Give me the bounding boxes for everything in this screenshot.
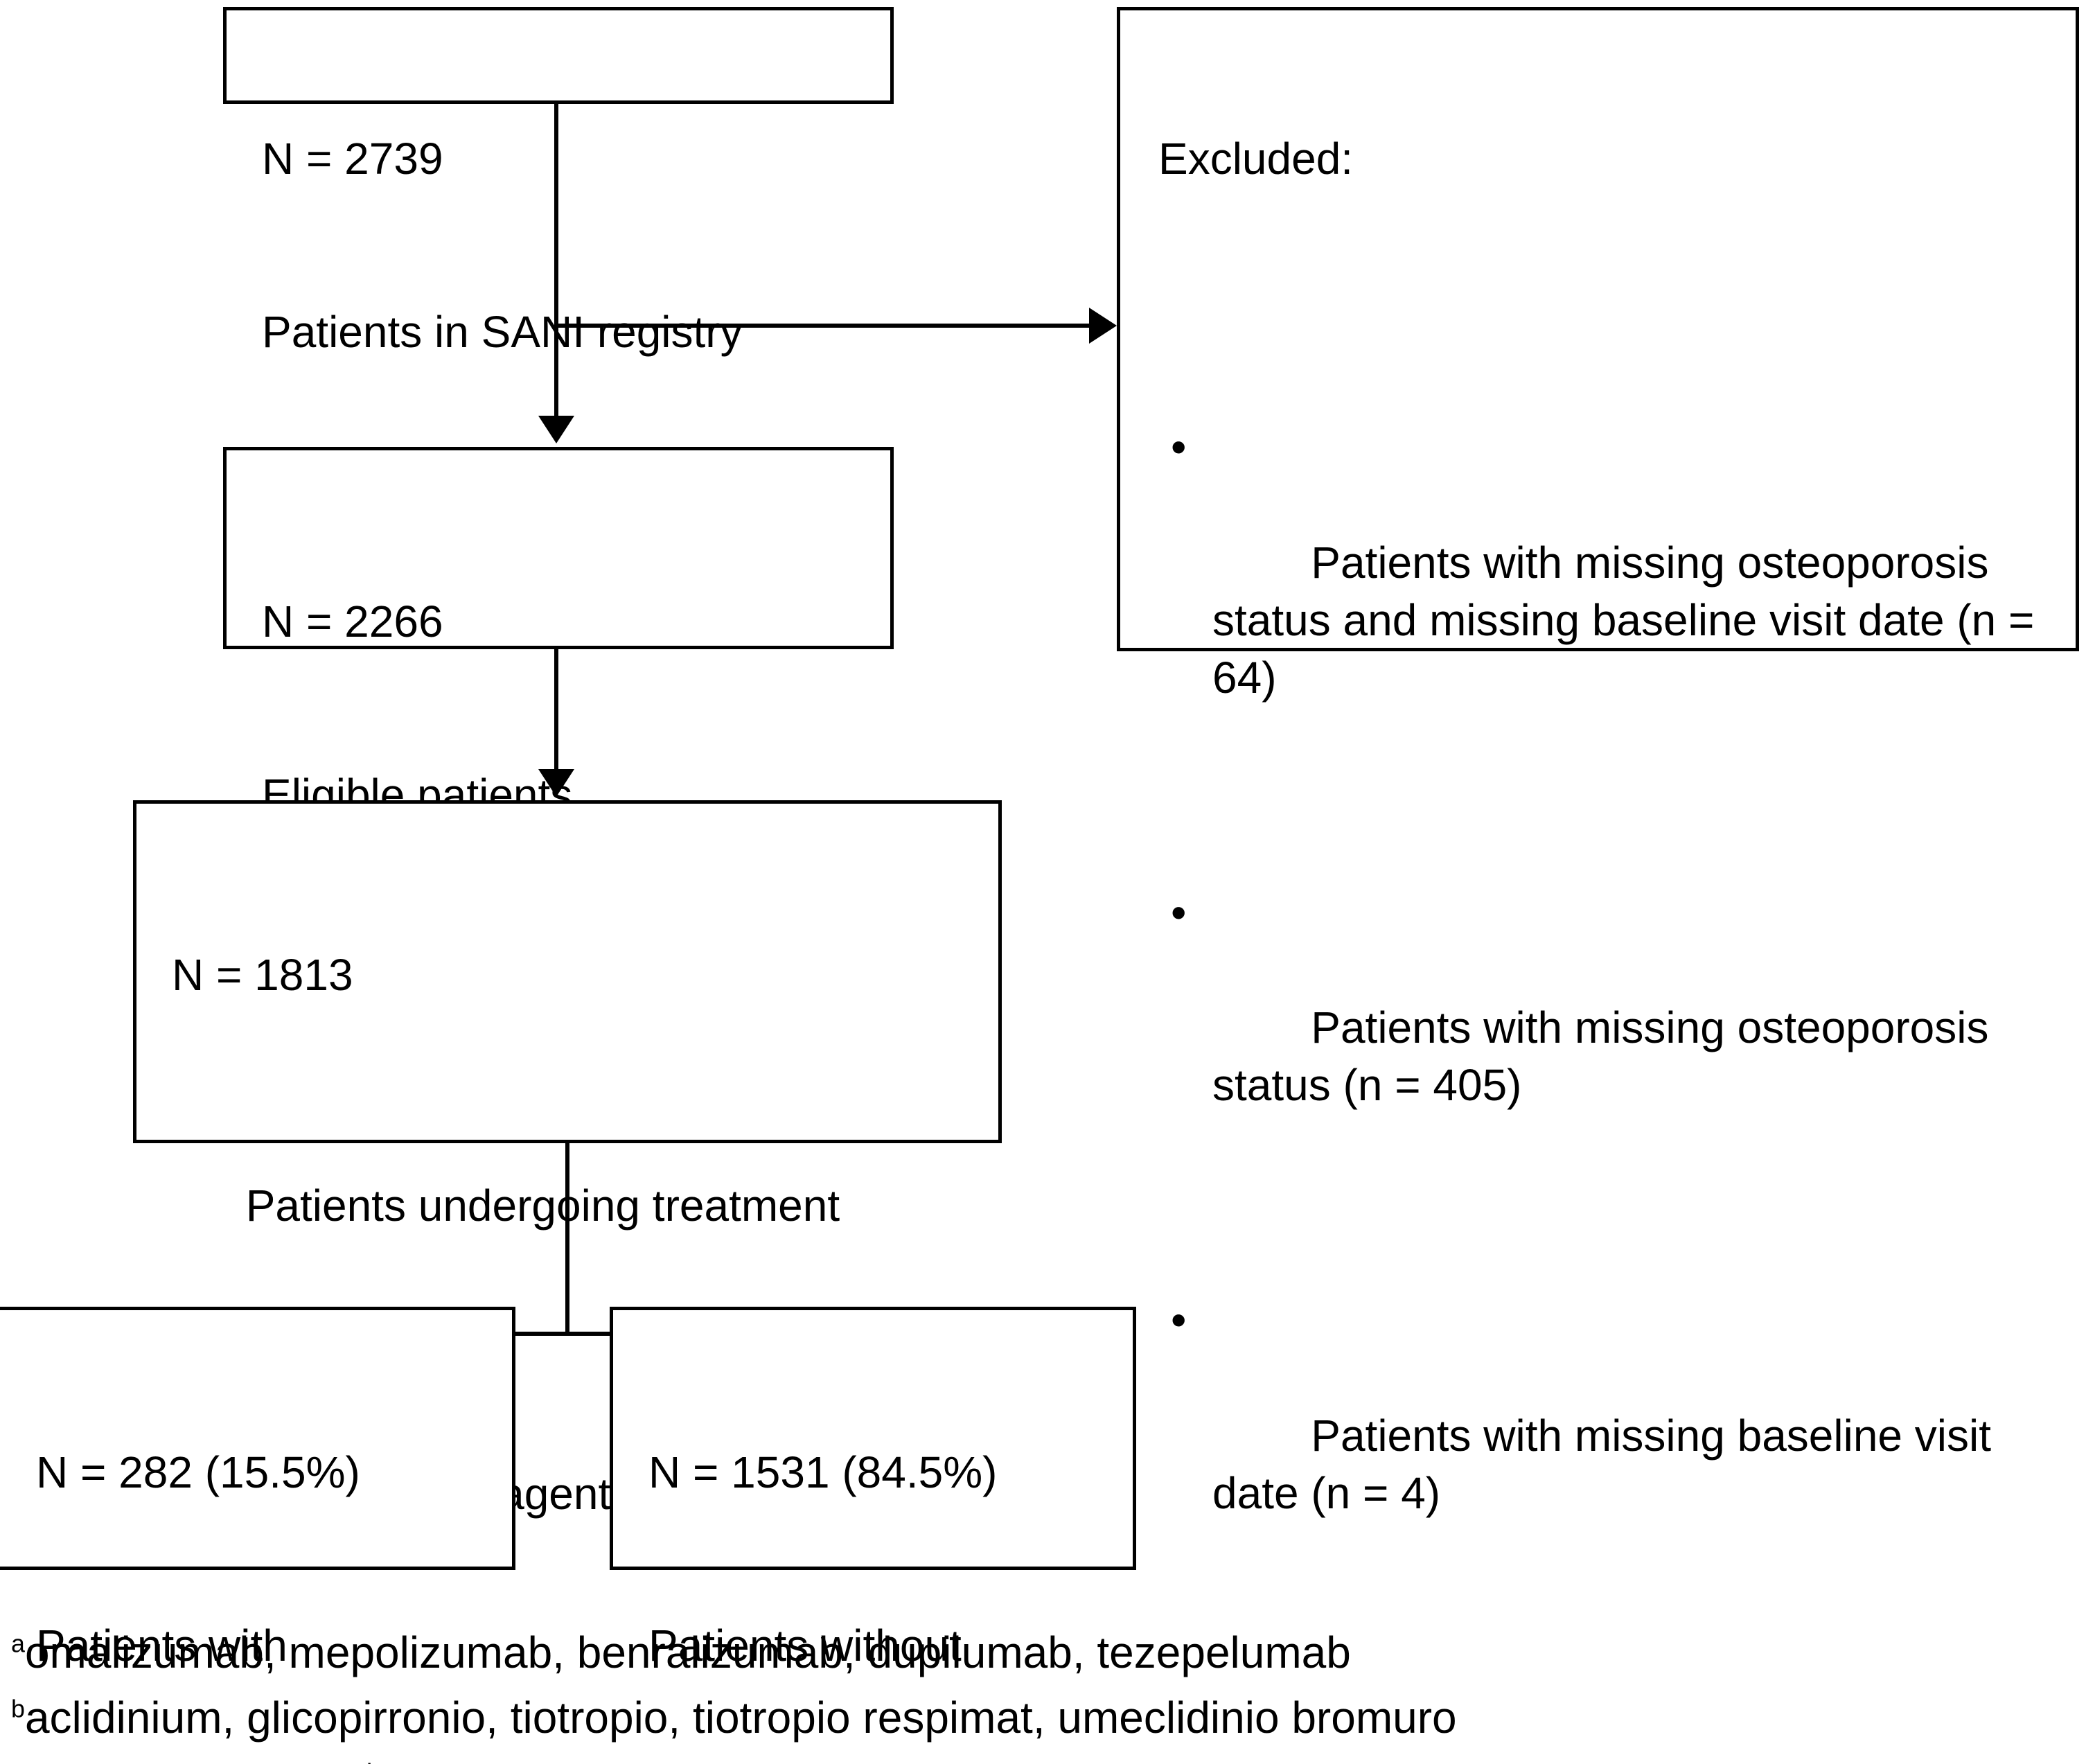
- connector-treated-trunk: [565, 1143, 569, 1334]
- node-with-osteoporosis-text: N = 282 (15.5%) Patients with osteoporos…: [36, 1329, 514, 1764]
- footnote-b-text: aclidinium, glicopirronio, tiotropio, ti…: [24, 1693, 1457, 1743]
- bullet-icon: •: [1171, 887, 1187, 937]
- node-treated-line2a: Patients undergoing treatment: [245, 1181, 840, 1231]
- bullet-icon: •: [1171, 422, 1187, 473]
- arrowhead-down-treated: [538, 769, 574, 797]
- node-treated-line1: N = 1813: [172, 950, 353, 1000]
- node-registry-line1: N = 2739: [262, 134, 443, 184]
- connector-to-excluded: [554, 324, 1091, 328]
- node-without-osteoporosis-line1: N = 1531 (84.5%): [648, 1447, 998, 1498]
- footnote-b: baclidinium, glicopirronio, tiotropio, t…: [11, 1692, 1457, 1745]
- node-treated-line2: Patients undergoing treatment: [172, 1120, 989, 1293]
- node-registry-text: N = 2739 Patients in SANI registry: [262, 15, 885, 477]
- connector-split-crossbar: [263, 1332, 831, 1336]
- node-registry-line2: Patients in SANI registry: [262, 306, 743, 357]
- list-item: • Patients with missing baseline visit d…: [1171, 1291, 2059, 1580]
- footnote-a-text: omalizumab, mepolizumab, benralizumab, d…: [24, 1628, 1351, 1677]
- node-with-osteoporosis-line1: N = 282 (15.5%): [36, 1447, 360, 1498]
- node-with-osteoporosis-line2: Patients with: [36, 1620, 288, 1670]
- footnote-a-marker: a: [11, 1630, 25, 1658]
- excluded-title: Excluded:: [1158, 134, 1354, 184]
- node-eligible-line1: N = 2266: [262, 597, 443, 647]
- node-eligible-box: [223, 447, 894, 649]
- bullet-icon: •: [1171, 1295, 1187, 1346]
- node-without-osteoporosis-text: N = 1531 (84.5%) Patients without osteop…: [648, 1329, 1133, 1764]
- list-item: • Patients with missing osteoporosis sta…: [1171, 884, 2059, 1172]
- arrowhead-right-excluded: [1089, 308, 1117, 344]
- node-without-osteoporosis-line2: Patients without: [648, 1620, 962, 1670]
- node-treated-line4-pre: LAMA: [246, 1757, 366, 1764]
- footnote-marker-b: b: [366, 1758, 381, 1764]
- connector-registry-to-eligible: [554, 104, 558, 419]
- excluded-reason-text: Patients with missing osteoporosis statu…: [1212, 1003, 2001, 1111]
- connector-eligible-to-treated: [554, 649, 558, 770]
- list-item: • Patients with missing osteoporosis sta…: [1171, 418, 2059, 764]
- node-treated-line4: LAMAb at baseline visit date: [172, 1696, 989, 1764]
- node-registry-box: [223, 7, 894, 104]
- footnote-b-marker: b: [11, 1695, 25, 1723]
- footnote-a: aomalizumab, mepolizumab, benralizumab, …: [11, 1627, 1351, 1679]
- node-treated-box: [133, 800, 1002, 1143]
- node-with-osteoporosis-box: [0, 1307, 515, 1570]
- arrowhead-down-eligible: [538, 416, 574, 443]
- excluded-box: [1117, 7, 2079, 651]
- excluded-reason-text: Patients with missing baseline visit dat…: [1212, 1410, 2004, 1518]
- node-without-osteoporosis-box: [610, 1307, 1136, 1570]
- excluded-reason-list: • Patients with missing osteoporosis sta…: [1158, 303, 2059, 1700]
- node-treated-line4-post: at baseline visit date: [381, 1757, 795, 1764]
- excluded-reason-text: Patients with missing osteoporosis statu…: [1212, 537, 2047, 703]
- excluded-content: Excluded: • Patients with missing osteop…: [1158, 15, 2059, 1764]
